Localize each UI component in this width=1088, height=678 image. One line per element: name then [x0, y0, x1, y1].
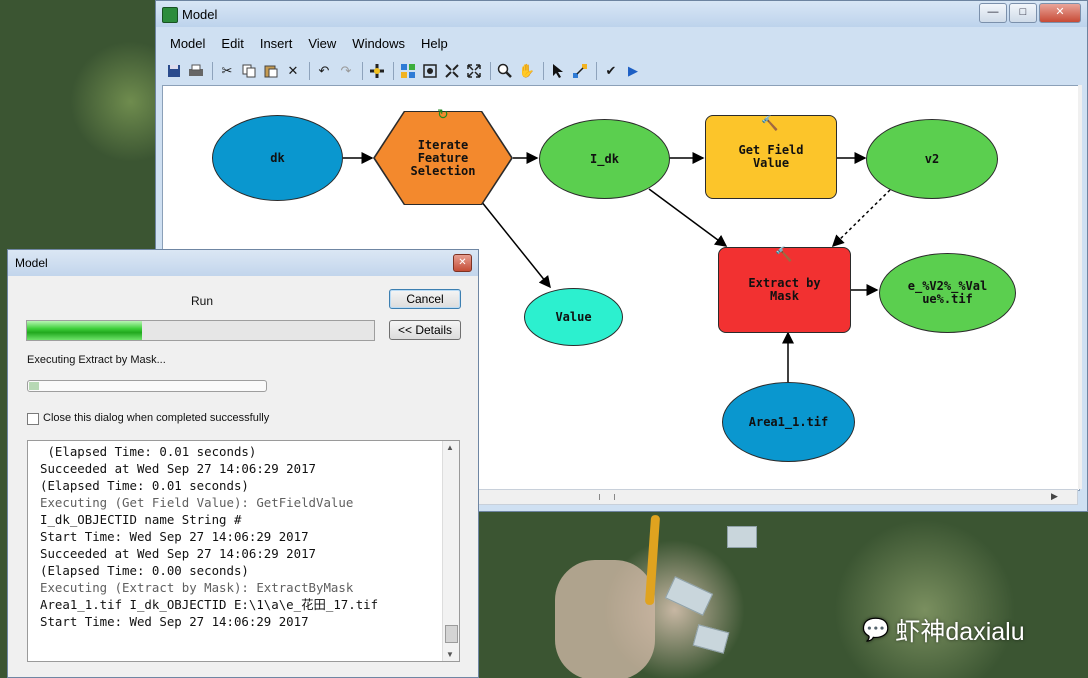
- run-status-label: Run: [191, 294, 214, 308]
- node-dk[interactable]: dk: [212, 115, 343, 201]
- delete-icon[interactable]: ✕: [287, 63, 299, 78]
- model-app-icon: [162, 7, 178, 23]
- toolbar-separator: [212, 62, 213, 80]
- zoom-out-fixed-icon[interactable]: [464, 61, 484, 81]
- menu-insert[interactable]: Insert: [259, 36, 293, 51]
- connector-v2-extract: [831, 189, 891, 248]
- node-extract-by-mask[interactable]: Extract by Mask: [718, 247, 851, 333]
- building-roof: [692, 624, 730, 654]
- node-area1-tif[interactable]: Area1_1.tif: [722, 382, 855, 462]
- details-button[interactable]: << Details: [389, 320, 461, 340]
- select-icon[interactable]: [548, 61, 568, 81]
- zoom-in-fixed-icon[interactable]: [442, 61, 462, 81]
- save-icon[interactable]: [164, 61, 184, 81]
- overall-progress-bar: [26, 320, 375, 341]
- model-window-title: Model: [182, 7, 218, 22]
- step-progress-bar: [27, 380, 267, 392]
- watermark: 💬 虾神daxialu: [862, 612, 1025, 648]
- run-progress-dialog: Model ✕ Run Cancel << Details Executing …: [7, 249, 479, 678]
- scroll-down-arrow[interactable]: ▼: [446, 650, 454, 659]
- log-line: Succeeded at Wed Sep 27 14:06:29 2017: [40, 461, 317, 476]
- pan-icon[interactable]: ✋: [518, 63, 536, 78]
- toolbar-separator: [596, 62, 597, 80]
- log-line: Start Time: Wed Sep 27 14:06:29 2017: [40, 529, 309, 544]
- maximize-button[interactable]: □: [1009, 3, 1037, 23]
- model-canvas[interactable]: dk Iterate Feature Selection ↻ I_dk Get …: [162, 85, 1080, 491]
- node-iterate-feature-selection[interactable]: Iterate Feature Selection: [375, 112, 511, 204]
- connector-iterate-value: [480, 200, 551, 289]
- scroll-up-arrow[interactable]: ▲: [446, 443, 454, 452]
- undo-icon[interactable]: ↶: [318, 63, 330, 78]
- connector-idk-extract: [648, 188, 728, 247]
- dialog-close-button[interactable]: ✕: [453, 254, 472, 272]
- step-progress-fill: [29, 382, 39, 390]
- log-line: I_dk_OBJECTID name String #: [40, 512, 242, 527]
- watermark-text: 虾神daxialu: [895, 618, 1025, 646]
- connector-layer: [343, 152, 891, 382]
- cancel-button[interactable]: Cancel: [389, 289, 461, 309]
- menu-edit[interactable]: Edit: [221, 36, 244, 51]
- node-output-raster[interactable]: e_%V2%_%Val ue%.tif: [879, 253, 1016, 333]
- auto-layout-icon[interactable]: [398, 61, 418, 81]
- log-line: (Elapsed Time: 0.00 seconds): [40, 563, 249, 578]
- log-scrollbar[interactable]: ▲ ▼: [442, 441, 459, 661]
- node-value[interactable]: Value: [524, 288, 623, 346]
- menu-help[interactable]: Help: [421, 36, 448, 51]
- menu-view[interactable]: View: [308, 36, 337, 51]
- redo-icon[interactable]: ↷: [340, 63, 352, 78]
- log-line: (Elapsed Time: 0.01 seconds): [40, 444, 257, 459]
- print-icon[interactable]: [186, 61, 206, 81]
- toolbar-separator: [543, 62, 544, 80]
- log-line: Succeeded at Wed Sep 27 14:06:29 2017: [40, 546, 317, 561]
- minimize-button[interactable]: —: [979, 3, 1007, 23]
- log-line: Executing (Extract by Mask): ExtractByMa…: [40, 580, 354, 595]
- node-i-dk[interactable]: I_dk: [539, 119, 670, 199]
- canvas-vertical-scrollbar[interactable]: [1078, 85, 1082, 489]
- close-button[interactable]: ✕: [1039, 3, 1081, 23]
- scrollbar-grip[interactable]: [599, 494, 615, 500]
- menubar: Model Edit Insert View Windows Help: [162, 34, 456, 54]
- execution-log[interactable]: (Elapsed Time: 0.01 seconds) Succeeded at…: [27, 440, 460, 662]
- validate-icon[interactable]: ✔: [605, 63, 617, 78]
- dialog-titlebar[interactable]: Model ✕: [8, 250, 478, 276]
- hammer-icon: 🔨: [761, 115, 779, 131]
- building-roof: [727, 526, 757, 548]
- log-line: Area1_1.tif I_dk_OBJECTID E:\1\a\e_花田_17…: [40, 597, 379, 612]
- paste-icon[interactable]: [261, 61, 281, 81]
- toolbar-separator: [362, 62, 363, 80]
- node-get-field-value[interactable]: Get Field Value: [705, 115, 837, 199]
- dialog-title: Model: [15, 256, 48, 270]
- building-roof: [664, 576, 714, 616]
- log-line: Executing (Get Field Value): GetFieldVal…: [40, 495, 354, 510]
- road: [644, 514, 661, 606]
- full-extent-icon[interactable]: [420, 61, 440, 81]
- add-data-icon[interactable]: [367, 61, 387, 81]
- cut-icon[interactable]: ✂: [221, 63, 233, 78]
- toolbar: ✂ ✕ ↶ ↷ ✋ ✔ ▶: [164, 60, 645, 82]
- toolbar-separator: [393, 62, 394, 80]
- toolbar-separator: [490, 62, 491, 80]
- log-line: (Elapsed Time: 0.01 seconds): [40, 478, 249, 493]
- menu-model[interactable]: Model: [170, 36, 206, 51]
- close-on-complete-checkbox[interactable]: [27, 413, 39, 425]
- menu-windows[interactable]: Windows: [352, 36, 406, 51]
- executing-label: Executing Extract by Mask...: [27, 354, 166, 366]
- copy-icon[interactable]: [239, 61, 259, 81]
- dirt-path: [555, 560, 655, 678]
- connect-icon[interactable]: [570, 61, 590, 81]
- node-v2[interactable]: v2: [866, 119, 998, 199]
- scroll-right-arrow[interactable]: ▶: [1051, 491, 1058, 501]
- model-window-titlebar[interactable]: Model — □ ✕: [156, 1, 1087, 27]
- log-scroll-thumb[interactable]: [445, 625, 458, 643]
- close-on-complete-label: Close this dialog when completed success…: [43, 412, 270, 424]
- hammer-icon: 🔨: [775, 246, 793, 262]
- zoom-icon[interactable]: [495, 61, 515, 81]
- overall-progress-fill: [27, 321, 142, 340]
- wechat-icon: 💬: [862, 617, 890, 642]
- toolbar-separator: [309, 62, 310, 80]
- run-icon[interactable]: ▶: [628, 63, 638, 78]
- log-line: Start Time: Wed Sep 27 14:06:29 2017: [40, 614, 309, 629]
- iterate-icon: ↻: [437, 106, 449, 122]
